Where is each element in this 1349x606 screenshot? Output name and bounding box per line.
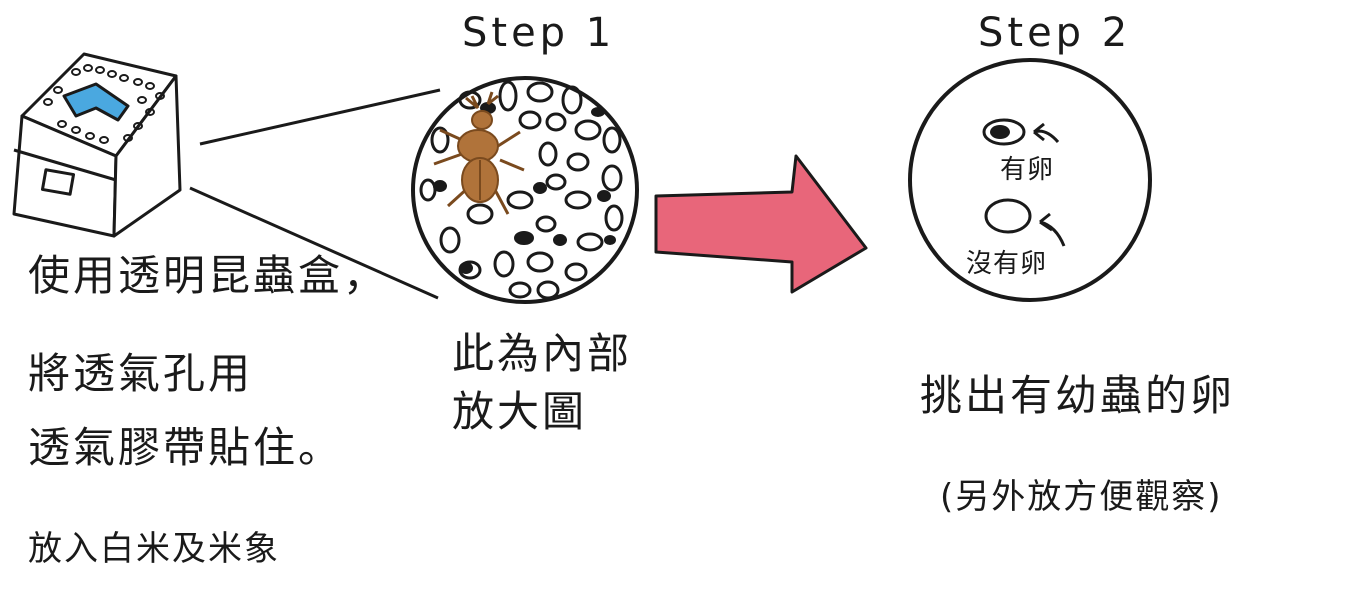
process-arrow	[654, 154, 868, 294]
magnified-circle	[411, 76, 639, 304]
step-1-caption-line-1: 此為內部	[452, 329, 633, 378]
step-1-label: Step 1	[462, 10, 616, 56]
air-holes	[43, 64, 165, 144]
step-2-caption-line-1: 挑出有幼蟲的卵	[920, 371, 1236, 420]
insect-box-drawing	[12, 52, 182, 238]
box-front-lip	[13, 148, 117, 182]
lid-window	[62, 82, 130, 122]
pointer-arrow-with-larva	[1033, 122, 1060, 143]
container-note-line-2: 將透氣孔用	[28, 349, 254, 398]
step-1-caption-line-2: 放大圖	[452, 387, 588, 436]
label-with-larva: 有卵	[1000, 155, 1055, 185]
box-side-face	[112, 74, 182, 238]
step-2-caption-line-2: (另外放方便觀察)	[940, 477, 1223, 517]
sorted-eggs-circle	[908, 58, 1152, 302]
pointer-arrow-without-larva	[1039, 212, 1066, 247]
label-without-larva: 沒有卵	[966, 249, 1048, 279]
container-note-line-1: 使用透明昆蟲盒，	[28, 251, 389, 300]
rice-weevil	[433, 91, 525, 215]
egg-without-larva	[984, 198, 1032, 234]
step-2-label: Step 2	[978, 10, 1132, 56]
container-note-line-4: 放入白米及米象	[28, 529, 280, 569]
zoom-lines	[189, 88, 441, 300]
rice-grains	[419, 80, 624, 300]
box-front-tab	[40, 168, 76, 196]
dark-rice-grains	[433, 102, 616, 274]
container-note-line-3: 透氣膠帶貼住。	[28, 423, 344, 472]
